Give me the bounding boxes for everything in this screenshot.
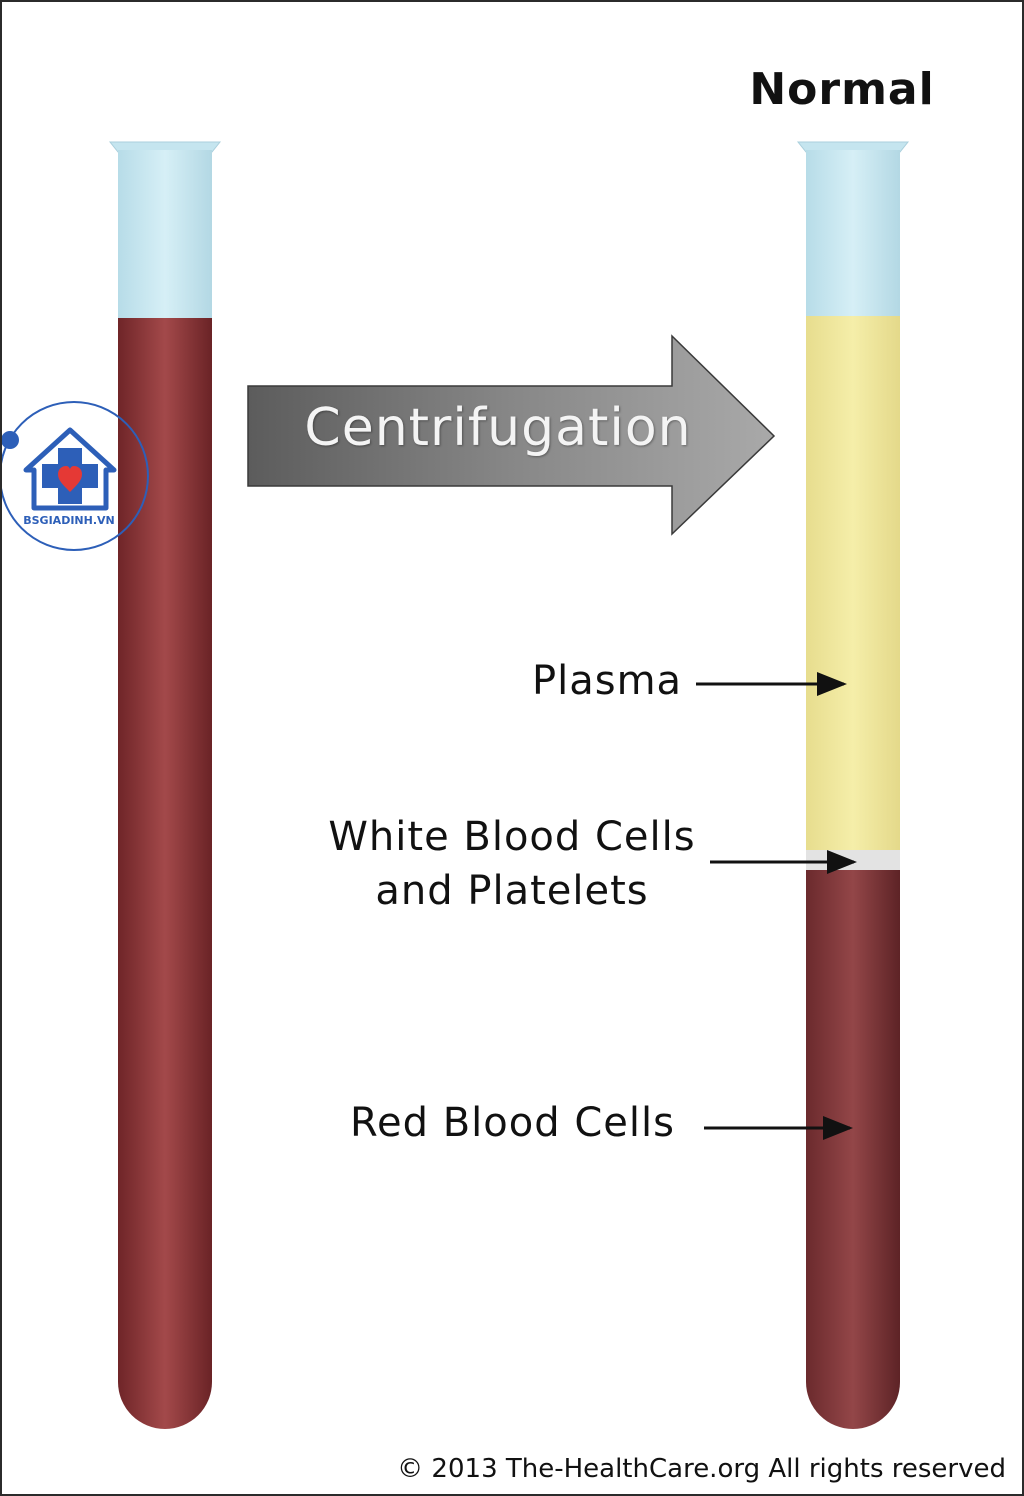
copyright-notice: © 2013 The-HealthCare.org All rights res… bbox=[397, 1454, 1006, 1484]
rbc-label: Red Blood Cells bbox=[350, 1100, 675, 1146]
left-tube-air bbox=[118, 150, 212, 320]
wbc-label-line-2: and Platelets bbox=[375, 868, 649, 914]
plasma-layer bbox=[806, 316, 900, 850]
heart-icon bbox=[58, 466, 82, 492]
wbc-label-line-1: White Blood Cells bbox=[328, 814, 696, 860]
wbc-label: White Blood Cells and Platelets bbox=[302, 810, 722, 918]
centrifugation-arrow-shape bbox=[247, 334, 776, 536]
left-tube-blood bbox=[118, 318, 212, 1429]
right-tube-air bbox=[806, 150, 900, 318]
watermark-text: BSGIADINH.VN bbox=[23, 514, 115, 527]
whole-blood-tube bbox=[108, 141, 222, 1429]
diagram-title: Normal bbox=[749, 64, 935, 115]
plasma-label: Plasma bbox=[532, 658, 683, 704]
watermark-logo bbox=[2, 401, 149, 551]
red-cell-layer bbox=[806, 870, 900, 1429]
separated-blood-tube bbox=[796, 141, 910, 1429]
centrifugation-label: Centrifugation bbox=[304, 398, 692, 458]
buffy-coat-layer bbox=[806, 850, 900, 870]
